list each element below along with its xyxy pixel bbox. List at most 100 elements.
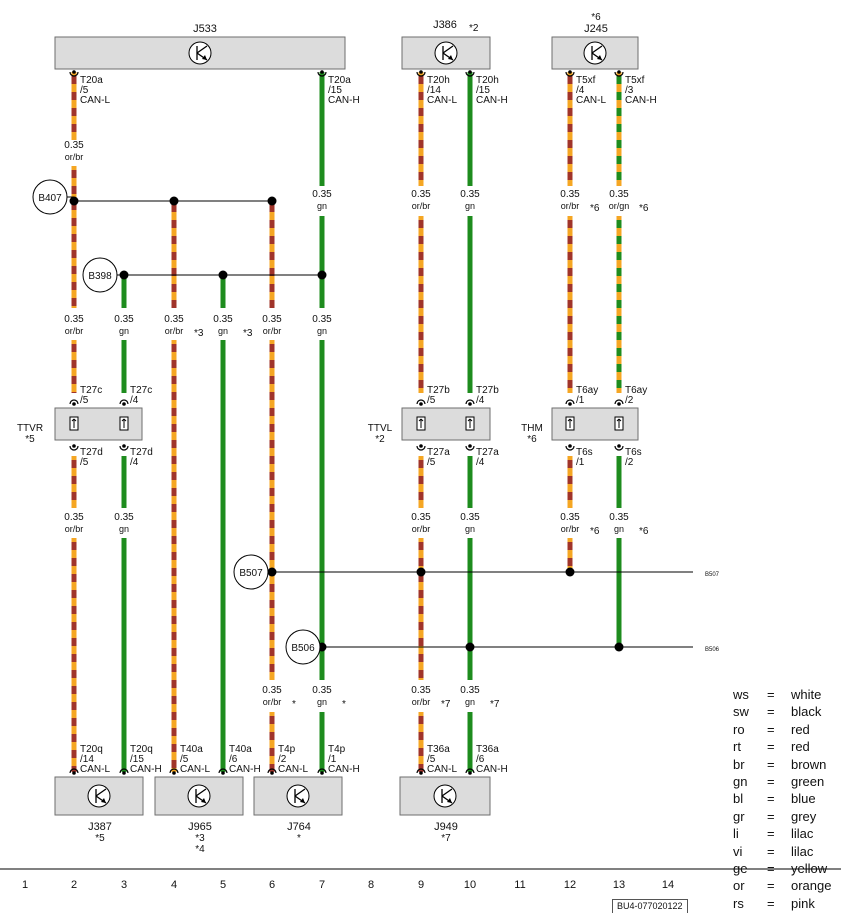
grid-number-13: 13: [613, 879, 625, 891]
legend-name: yellow: [791, 860, 828, 876]
legend-code: li: [733, 826, 739, 842]
grid-number-12: 12: [564, 879, 576, 891]
terminal-in-col3-dot: [122, 402, 126, 406]
pin-label-t5xf3: T5xf: [625, 75, 645, 86]
splice-point: [565, 567, 575, 577]
control-unit-symbol-icon: [433, 784, 457, 808]
unit-label-j533: J533: [193, 23, 217, 35]
terminal-out-col2: [69, 445, 79, 451]
wire-size-w2c: 0.35: [64, 512, 84, 523]
pin-label-t40a5: T40a: [180, 744, 203, 755]
legend-name: lilac: [791, 843, 814, 859]
wire-color-w9c: or/br: [412, 524, 431, 534]
grid-number-8: 8: [368, 879, 374, 891]
pin-label-t27b5: /5: [427, 395, 436, 406]
pin-label-t27c4: /4: [130, 395, 139, 406]
wire-size-w12a: 0.35: [560, 189, 580, 200]
pin-label-t20q14: /14: [80, 754, 94, 765]
control-unit-symbol-icon: [434, 41, 458, 65]
connector-pin-icon: [565, 416, 575, 431]
wire-color-w10c: gn: [465, 524, 475, 534]
terminal-bottom-col4-dot: [172, 771, 176, 775]
connector-pin-icon: [614, 416, 624, 431]
pin-label-t4p2: CAN-L: [278, 764, 308, 775]
pin-label-t27a4: T27a: [476, 447, 499, 458]
wire-color-w9d: or/br: [412, 697, 431, 707]
pin-label-t27d4: /4: [130, 457, 139, 468]
pin-label-t27d4: T27d: [130, 447, 153, 458]
terminal-bottom-col5: [218, 768, 228, 774]
terminal-in-col12: [565, 399, 575, 405]
pin-label-t5xf4: CAN-L: [576, 95, 606, 106]
terminal-top-col9-dot: [419, 70, 423, 74]
terminal-in-col10: [465, 399, 475, 405]
terminal-bottom-col5-dot: [221, 771, 225, 775]
legend-code: bl: [733, 791, 744, 807]
pin-label-t20h14: CAN-L: [427, 95, 457, 106]
terminal-in-col12-dot: [568, 402, 572, 406]
terminal-out-col9: [416, 445, 426, 451]
legend-row: ge=yellow: [733, 860, 838, 877]
wire-color-w12c: or/br: [561, 524, 580, 534]
unit-note-j245: *6: [591, 12, 601, 23]
pin-label-t5xf3: CAN-H: [625, 95, 657, 106]
control-unit-symbol-icon: [286, 784, 310, 808]
pin-label-t6s1: /1: [576, 457, 585, 468]
wire-size-w3b: 0.35: [114, 314, 134, 325]
connector-pin-icon: [69, 416, 79, 431]
grid-number-7: 7: [319, 879, 325, 891]
terminal-in-col2-dot: [72, 402, 76, 406]
bus-lines-layer: [0, 200, 841, 870]
grid-number-5: 5: [220, 879, 226, 891]
pin-label-t40a5: CAN-L: [180, 764, 210, 775]
terminal-bottom-col10: [465, 768, 475, 774]
unit-note-j764: *: [297, 833, 301, 844]
control-unit-symbol-icon: [187, 784, 211, 808]
pin-label-t5xf4: /4: [576, 85, 585, 96]
pin-label-t4p2: /2: [278, 754, 287, 765]
legend-row: ws=white: [733, 686, 838, 703]
wire-note-w12c: *6: [590, 526, 600, 537]
pin-label-t6ay2: T6ay: [625, 385, 647, 396]
legend-name: white: [791, 687, 822, 702]
pin-label-t20h15: CAN-H: [476, 95, 508, 106]
pin-label-t20q14: CAN-L: [80, 764, 110, 775]
pin-label-t27a5: /5: [427, 457, 436, 468]
terminal-bottom-col2-dot: [72, 771, 76, 775]
pin-label-t27b4: T27b: [476, 385, 499, 396]
wire-color-w6b: or/br: [263, 326, 282, 336]
terminal-top-col7-dot: [320, 70, 324, 74]
unit-note-j949: *7: [441, 833, 451, 844]
terminal-bottom-col4: [169, 768, 179, 774]
legend-code: gn: [733, 773, 748, 789]
wire-size-w2b: 0.35: [64, 314, 84, 325]
splice-point: [218, 270, 228, 280]
terminal-in-col10-dot: [468, 402, 472, 406]
terminal-top-col13-dot: [617, 70, 621, 74]
pin-label-t20q14: T20q: [80, 744, 103, 755]
legend-name: lilac: [791, 826, 814, 842]
legend-name: grey: [791, 808, 817, 824]
pin-label-t36a5: CAN-L: [427, 764, 457, 775]
pin-label-t4p1: CAN-H: [328, 764, 360, 775]
wire-color-w10a: gn: [465, 201, 475, 211]
pin-label-t6s2: T6s: [625, 447, 642, 458]
edge-ref-b506: B506: [705, 647, 720, 653]
legend-row: br=brown: [733, 756, 838, 773]
grid-number-14: 14: [662, 879, 674, 891]
wire-color-w6d: or/br: [263, 697, 282, 707]
terminal-top-col10-dot: [468, 70, 472, 74]
legend-row: or=orange: [733, 877, 838, 894]
terminal-in-col13: [614, 399, 624, 405]
pin-label-t20h14: T20h: [427, 75, 450, 86]
pin-label-t40a5: /5: [180, 754, 189, 765]
connector-note-ttvl: *2: [375, 434, 385, 445]
splice-point: [267, 196, 277, 206]
splice-point: [69, 196, 79, 206]
wire-size-w6d: 0.35: [262, 685, 282, 696]
wire-size-w9d: 0.35: [411, 685, 431, 696]
wire-color-w7b: gn: [317, 326, 327, 336]
pin-label-t27c5: /5: [80, 395, 89, 406]
